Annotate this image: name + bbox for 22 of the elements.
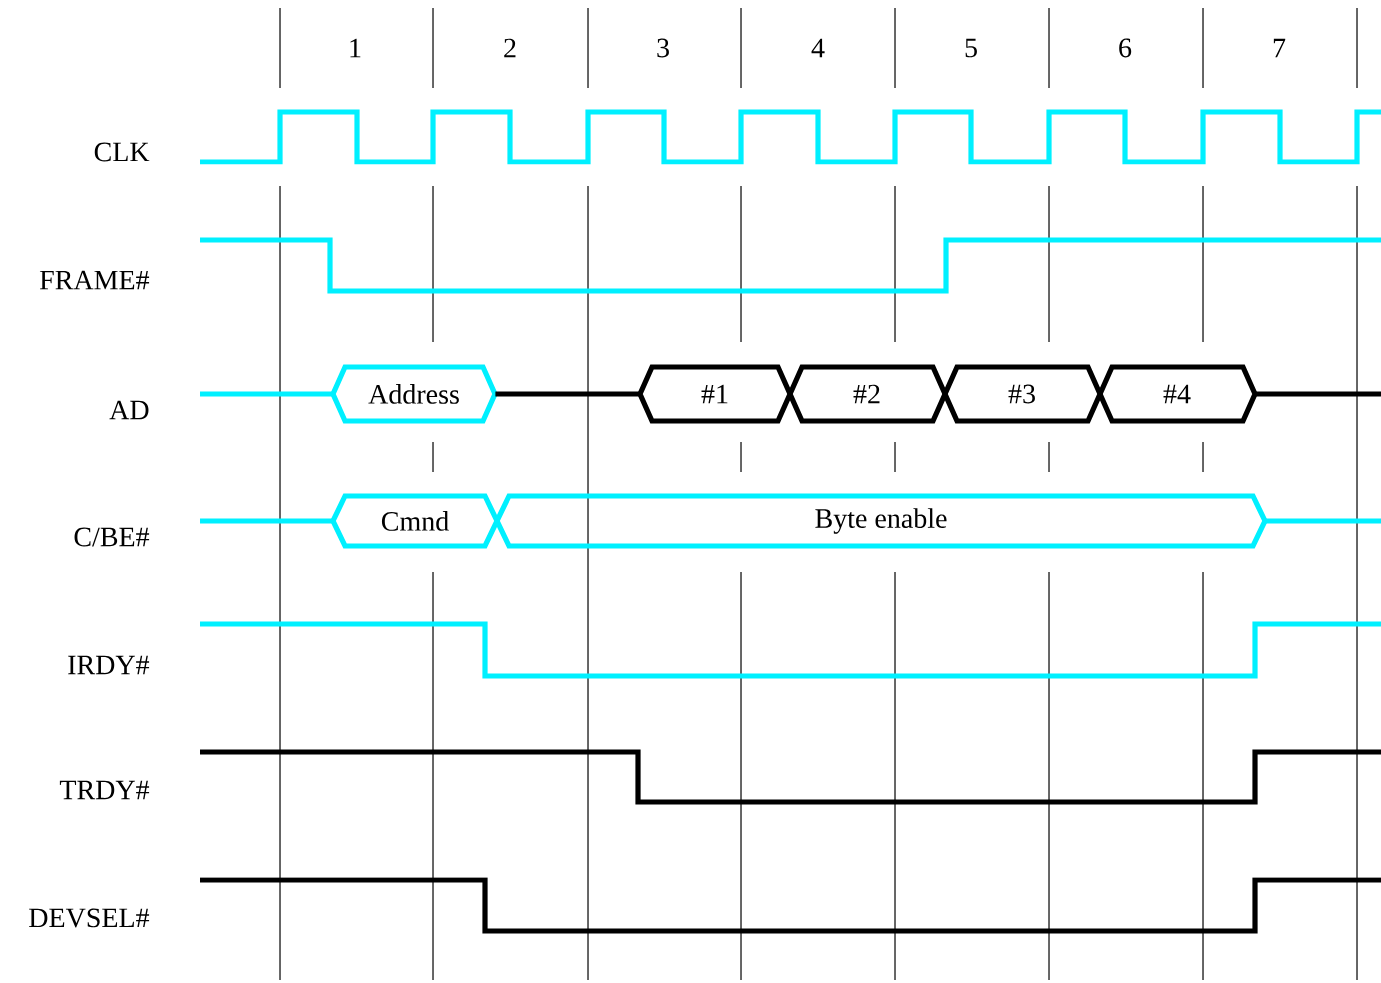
- clock-number: 5: [965, 38, 977, 58]
- bus-segment: #4: [1097, 364, 1258, 424]
- signal-name: DEVSEL#: [29, 908, 150, 928]
- signal-waveform: [495, 391, 640, 397]
- signal-name: C/BE#: [74, 527, 150, 547]
- bus-segment: Address: [330, 364, 498, 424]
- signal-name: FRAME#: [39, 270, 150, 290]
- bus-segment: #2: [787, 364, 948, 424]
- clock-number: 3: [657, 38, 669, 58]
- bus-segment: #3: [942, 364, 1103, 424]
- bus-segment: Byte enable: [494, 493, 1268, 549]
- signal-name: AD: [109, 400, 149, 420]
- clock-number: 1: [350, 38, 361, 58]
- bus-segment: #1: [637, 364, 793, 424]
- clock-number: 6: [1119, 38, 1132, 58]
- clock-number: 2: [504, 38, 516, 58]
- clock-number: 7: [1273, 38, 1286, 58]
- bus-segment: Cmnd: [330, 493, 500, 549]
- signal-name: CLK: [94, 142, 150, 162]
- signal-name: IRDY#: [68, 655, 150, 675]
- signal-name: TRDY#: [59, 780, 150, 800]
- clock-number: 4: [811, 38, 825, 58]
